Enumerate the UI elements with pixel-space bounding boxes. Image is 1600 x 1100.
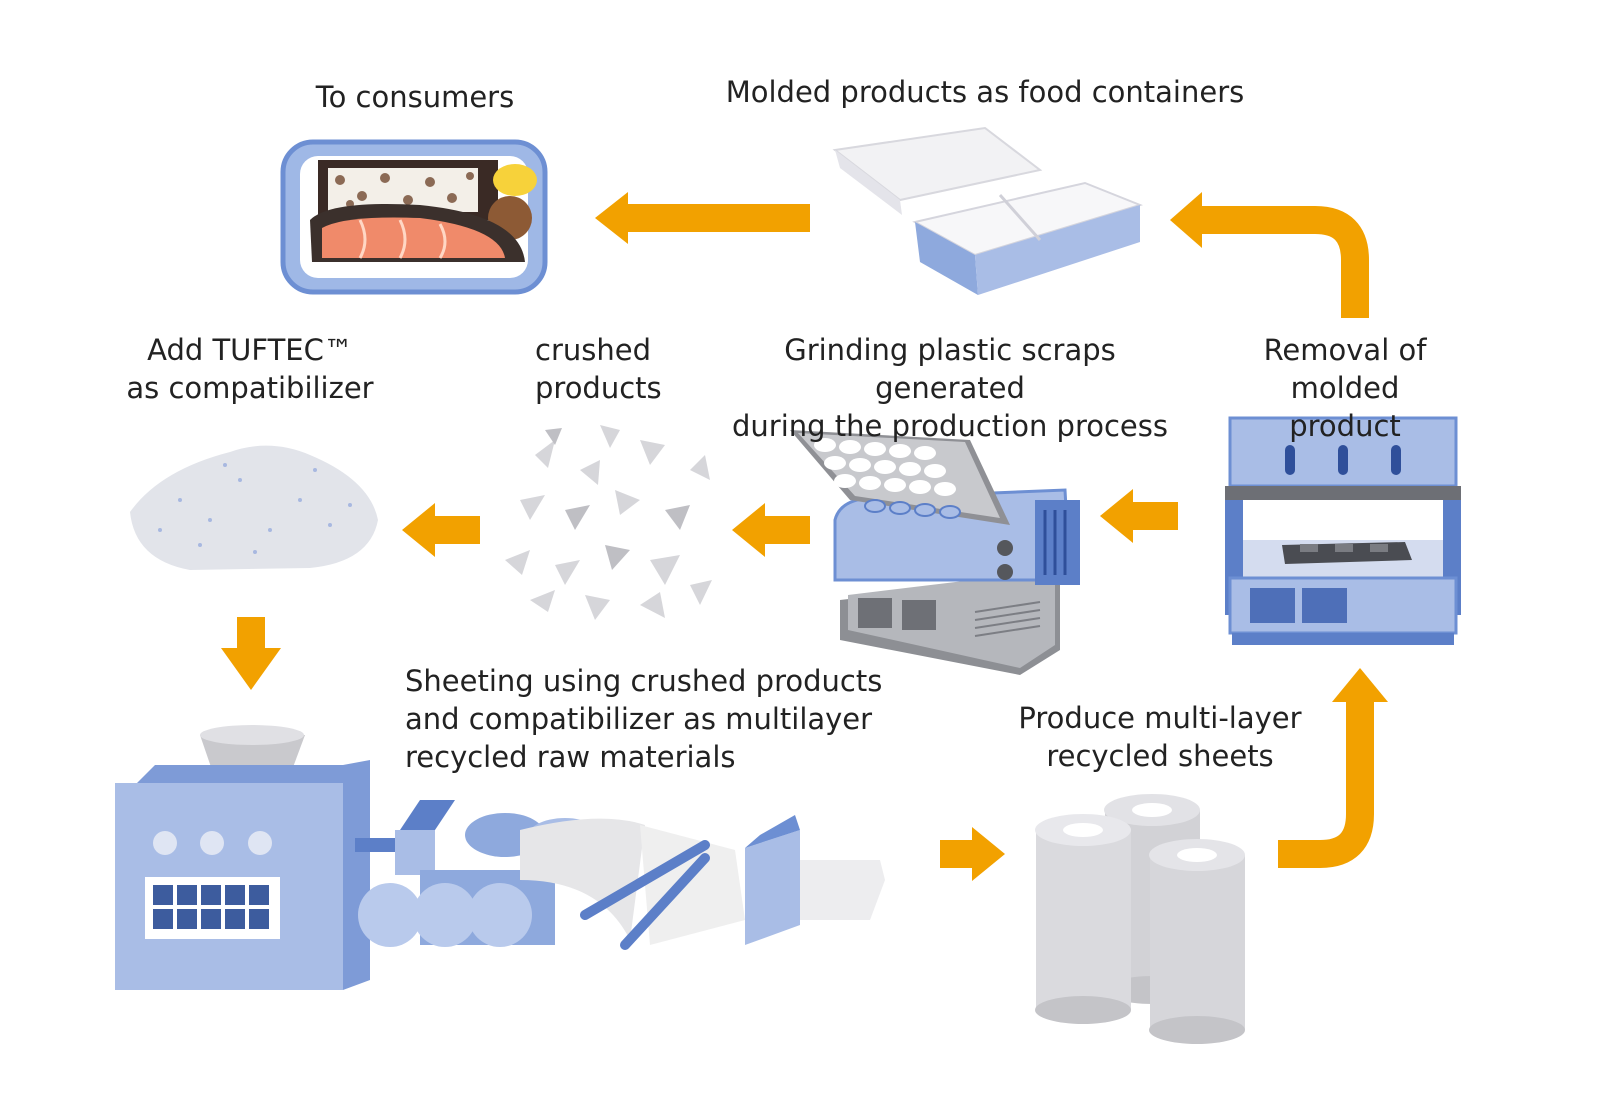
- extruder-machine-icon: [115, 725, 435, 990]
- grinder-machine-icon: [790, 430, 1080, 675]
- tuftec-powder-icon: [130, 445, 378, 570]
- roller-assembly-icon: [358, 800, 885, 950]
- label-molded-products: Molded products as food containers: [725, 75, 1245, 109]
- arrow-to-molding-press: [1278, 668, 1388, 868]
- arrow-down-to-extruder: [221, 617, 281, 690]
- crushed-pieces-icon: [505, 425, 712, 620]
- arrow-to-tuftec: [402, 503, 480, 557]
- label-removal: Removal of molded product: [1263, 333, 1427, 443]
- molding-press-icon: [1225, 416, 1461, 645]
- label-produce-sheets: Produce multi-layer recycled sheets: [1018, 701, 1302, 773]
- label-add-tuftec: Add TUFTEC™ as compatibilizer: [126, 333, 374, 405]
- arrow-to-grinder: [1100, 489, 1178, 543]
- label-grinding: Grinding plastic scraps generated during…: [732, 333, 1168, 443]
- bento-box-icon: [280, 139, 548, 295]
- label-crushed-products: crushed products: [535, 333, 662, 405]
- arrow-to-consumers: [595, 192, 810, 244]
- arrow-to-molded-products: [1170, 192, 1369, 318]
- arrow-to-crushed: [732, 503, 810, 557]
- arrow-to-sheet-rolls: [940, 827, 1005, 881]
- food-container-icon: [832, 126, 1144, 295]
- label-to-consumers: To consumers: [315, 80, 515, 114]
- label-sheeting: Sheeting using crushed products and comp…: [405, 664, 883, 774]
- sheet-rolls-icon: [1035, 794, 1245, 1044]
